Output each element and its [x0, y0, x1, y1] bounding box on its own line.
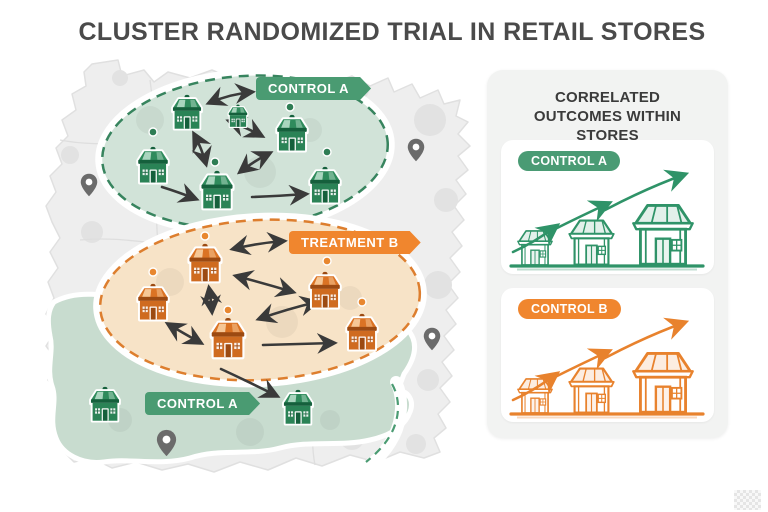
flow-arrow [236, 151, 274, 175]
store-outline-icon [568, 367, 615, 414]
outcomes-panel: CORRELATED OUTCOMES WITHIN STORES CONTRO… [487, 70, 728, 438]
flow-arrow [261, 333, 338, 354]
panel-title: CORRELATED OUTCOMES WITHIN STORES [533, 89, 682, 144]
flow-arrow [219, 367, 281, 398]
cluster-banner-treatment-b: TREATMENT B [289, 231, 421, 254]
store-icon [345, 313, 379, 352]
store-outline-icon [631, 204, 695, 266]
growth-arrow-icon [511, 317, 690, 402]
outcome-card-control-a: CONTROL A [501, 140, 714, 274]
control-b-pill: CONTROL B [518, 299, 621, 319]
store-icon [212, 318, 245, 357]
page-title: CLUSTER RANDOMIZED TRIAL IN RETAIL STORE… [78, 18, 706, 46]
map-illustration [45, 59, 471, 473]
store-outline-icon [631, 352, 695, 414]
flow-arrow [191, 130, 212, 168]
cluster-banner-control-a-bottom: CONTROL A [145, 392, 260, 415]
flow-arrow [229, 231, 288, 256]
flow-arrow [164, 321, 205, 345]
store-icon [89, 386, 121, 423]
store-outline-icon [568, 219, 615, 266]
flow-arrow [250, 184, 310, 206]
growth-chart-control-a [509, 169, 705, 271]
flow-arrow [160, 183, 200, 203]
flow-arrow [205, 83, 256, 106]
store-icon [171, 94, 203, 131]
control-a-pill: CONTROL A [518, 151, 621, 171]
growth-arrow-icon [511, 169, 690, 254]
cluster-banner-control-a-top: CONTROL A [256, 77, 371, 100]
store-icon [136, 283, 170, 322]
store-icon [308, 271, 342, 310]
flow-arrow [232, 270, 297, 298]
map-river-gap [362, 376, 407, 472]
store-icon [282, 389, 314, 426]
control-a-bottom-dashed-edge [365, 383, 400, 463]
store-icon [227, 104, 249, 129]
map-region [45, 59, 471, 473]
store-icon [136, 146, 170, 185]
store-icon [308, 166, 342, 205]
outcome-card-control-b: CONTROL B [501, 288, 714, 422]
store-dots [148, 102, 367, 315]
flow-arrow [200, 284, 223, 316]
store-icon [275, 114, 309, 153]
pixel-watermark [734, 490, 761, 510]
store-icon [201, 171, 232, 208]
growth-chart-control-b [509, 317, 705, 419]
store-icon [189, 244, 220, 281]
